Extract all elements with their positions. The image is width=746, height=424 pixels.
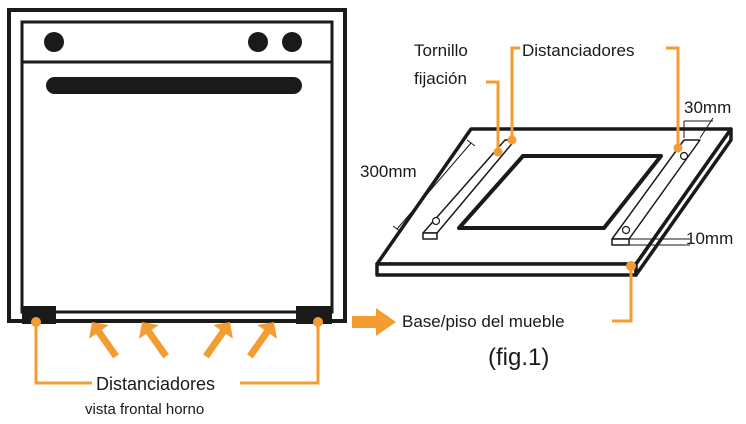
dim-tick-300-top	[466, 139, 476, 147]
callout-dot-base	[626, 261, 636, 271]
label-distanciadores-bottom: Distanciadores	[96, 374, 216, 394]
callout-line-base	[612, 266, 633, 323]
callout-dot-dist-right	[673, 143, 683, 153]
label-tornillo-line1: Tornillo	[414, 41, 468, 60]
label-dim-300mm: 300mm	[360, 162, 417, 181]
spacer-bar-right-side	[611, 238, 630, 246]
spacer-right	[296, 306, 332, 324]
oven-knob-right-1	[248, 32, 268, 52]
callout-dot-right	[313, 317, 323, 327]
screw-hole-4	[621, 225, 631, 235]
callout-dot-tornillo	[493, 147, 503, 157]
callout-dot-left	[31, 317, 41, 327]
dimension-lines	[392, 117, 714, 246]
callout-line-dist-left	[510, 46, 520, 140]
callout-line-tornillo	[486, 80, 500, 152]
label-distanciadores-top: Distanciadores	[522, 41, 635, 60]
base-front-edge	[375, 262, 638, 277]
dim-tick-300-bottom	[392, 225, 402, 233]
label-base-piso: Base/piso del mueble	[402, 312, 565, 331]
label-vista-frontal: vista frontal horno	[85, 401, 205, 418]
screw-hole-3	[679, 151, 689, 161]
oven-front-view	[7, 8, 347, 324]
oven-knob-right-2	[282, 32, 302, 52]
label-dim-10mm: 10mm	[686, 229, 734, 248]
callout-dot-dist-left	[507, 135, 517, 145]
airflow-arrows	[89, 322, 277, 359]
oven-knob-left	[44, 32, 64, 52]
label-dim-30mm: 30mm	[684, 98, 732, 117]
oven-body	[20, 20, 334, 314]
callout-line-right	[240, 322, 320, 385]
airflow-arrow-3	[203, 322, 233, 359]
dim-line-300	[396, 142, 472, 230]
oven-outer-frame	[7, 8, 347, 323]
screw-hole-2	[431, 216, 441, 226]
airflow-arrow-2	[139, 322, 169, 359]
spacer-bar-left-side	[422, 232, 438, 240]
bottom-callouts	[34, 322, 320, 385]
cabinet-base-3d	[375, 127, 733, 277]
spacer-left	[22, 306, 56, 324]
base-cutout	[457, 154, 663, 230]
airflow-arrow-1	[89, 322, 119, 359]
oven-control-panel	[20, 20, 334, 64]
callout-line-left	[34, 322, 92, 385]
airflow-arrow-4	[247, 322, 277, 359]
label-figure-number: (fig.1)	[488, 344, 550, 371]
label-tornillo-line2: fijación	[414, 69, 467, 88]
dim-tick-30-right	[699, 117, 714, 139]
top-callouts	[486, 46, 680, 323]
pointer-arrow	[352, 308, 396, 336]
oven-door-handle	[46, 77, 302, 94]
callout-line-dist-right	[666, 46, 680, 148]
